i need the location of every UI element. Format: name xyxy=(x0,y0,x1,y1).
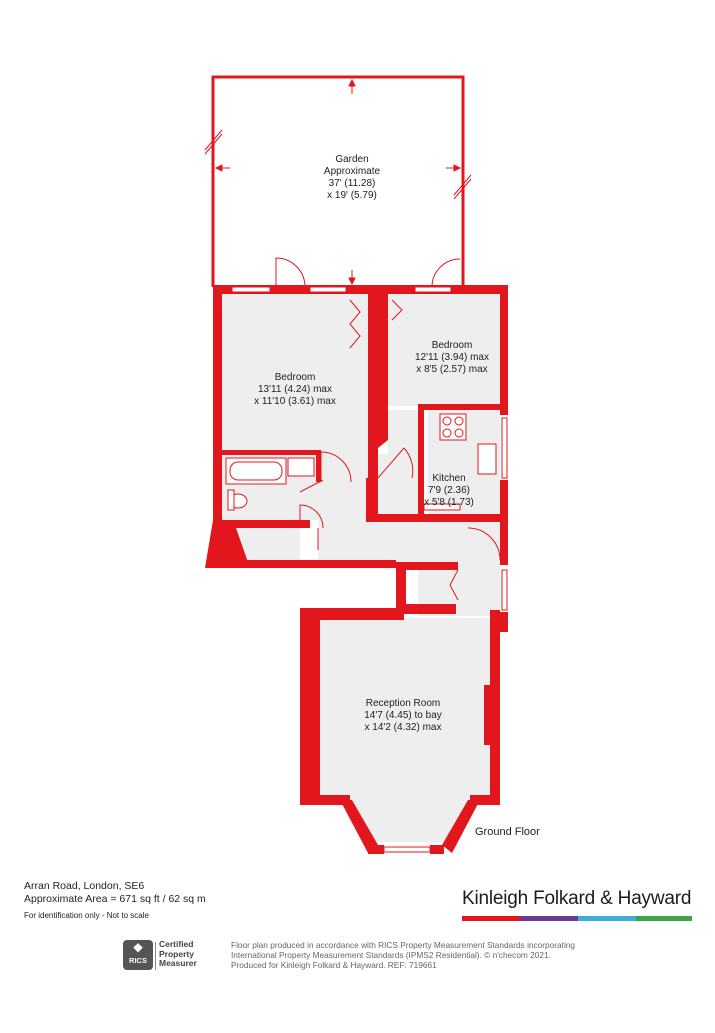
reception-title: Reception Room xyxy=(365,698,441,709)
bedroom-1-label: Bedroom 13'11 (4.24) max x 11'10 (3.61) … xyxy=(240,372,350,408)
rics-divider xyxy=(155,942,156,970)
floor-label: Ground Floor xyxy=(475,826,540,838)
bedroom-1-dim-2: x 11'10 (3.61) max xyxy=(254,396,336,407)
kitchen-dim-2: x 5'8 (1.73) xyxy=(424,497,474,508)
bedroom-2-dim-2: x 8'5 (2.57) max xyxy=(416,364,488,375)
brand-bar-3 xyxy=(578,916,636,921)
brand-bar-4 xyxy=(636,916,692,921)
kitchen-dim-1: 7'9 (2.36) xyxy=(428,485,470,496)
brand-bar-2 xyxy=(520,916,578,921)
bedroom-1-dim-1: 13'11 (4.24) max xyxy=(258,384,332,395)
approximate-area: Approximate Area = 671 sq ft / 62 sq m xyxy=(24,893,206,905)
rics-logo-text: RICS xyxy=(129,956,147,965)
rics-cert-line-3: Measurer xyxy=(159,958,197,968)
rics-emblem-icon: ❖ xyxy=(132,941,144,955)
brand-name: Kinleigh Folkard & Hayward xyxy=(462,888,692,909)
bedroom-2-label: Bedroom 12'11 (3.94) max x 8'5 (2.57) ma… xyxy=(400,340,504,376)
rics-badge: ❖ RICS Certified Property Measurer xyxy=(123,939,227,972)
disclaimer: Floor plan produced in accordance with R… xyxy=(231,940,631,970)
identification-note: For identification only - Not to scale xyxy=(24,911,149,920)
disclaimer-line-3: Produced for Kinleigh Folkard & Hayward.… xyxy=(231,960,437,970)
garden-title: Garden xyxy=(335,154,369,165)
brand-bar-1 xyxy=(462,916,520,921)
reception-dim-1: 14'7 (4.45) to bay xyxy=(364,710,442,721)
reception-dim-2: x 14'2 (4.32) max xyxy=(364,722,442,733)
reception-label: Reception Room 14'7 (4.45) to bay x 14'2… xyxy=(350,698,456,734)
disclaimer-line-2: International Property Measurement Stand… xyxy=(231,950,551,960)
fixtures xyxy=(225,413,497,511)
rics-cert-line-2: Property xyxy=(159,948,194,959)
garden-label: Garden Approximate 37' (11.28) x 19' (5.… xyxy=(300,154,404,202)
garden-dim-1: 37' (11.28) xyxy=(328,178,376,189)
windows xyxy=(231,286,508,853)
bedroom-1-title: Bedroom xyxy=(274,372,316,383)
kitchen-title: Kitchen xyxy=(432,473,466,484)
garden-approx: Approximate xyxy=(323,166,381,177)
walls xyxy=(205,285,508,854)
garden-outline xyxy=(211,75,465,287)
bedroom-2-dim-1: 12'11 (3.94) max xyxy=(415,352,489,363)
property-info: Arran Road, London, SE6 Approximate Area… xyxy=(24,880,206,922)
garden-dim-2: x 19' (5.79) xyxy=(327,190,377,201)
disclaimer-line-1: Floor plan produced in accordance with R… xyxy=(231,940,576,950)
rics-certification: Certified Property Measurer xyxy=(159,939,197,969)
rics-logo: ❖ RICS xyxy=(123,940,153,970)
kitchen-label: Kitchen 7'9 (2.36) x 5'8 (1.73) xyxy=(414,473,484,509)
doors xyxy=(275,257,501,601)
bedroom-2-title: Bedroom xyxy=(431,340,473,351)
address: Arran Road, London, SE6 xyxy=(24,880,145,892)
garden-arrows xyxy=(204,78,472,286)
rics-cert-line-1: Certified xyxy=(159,939,194,949)
